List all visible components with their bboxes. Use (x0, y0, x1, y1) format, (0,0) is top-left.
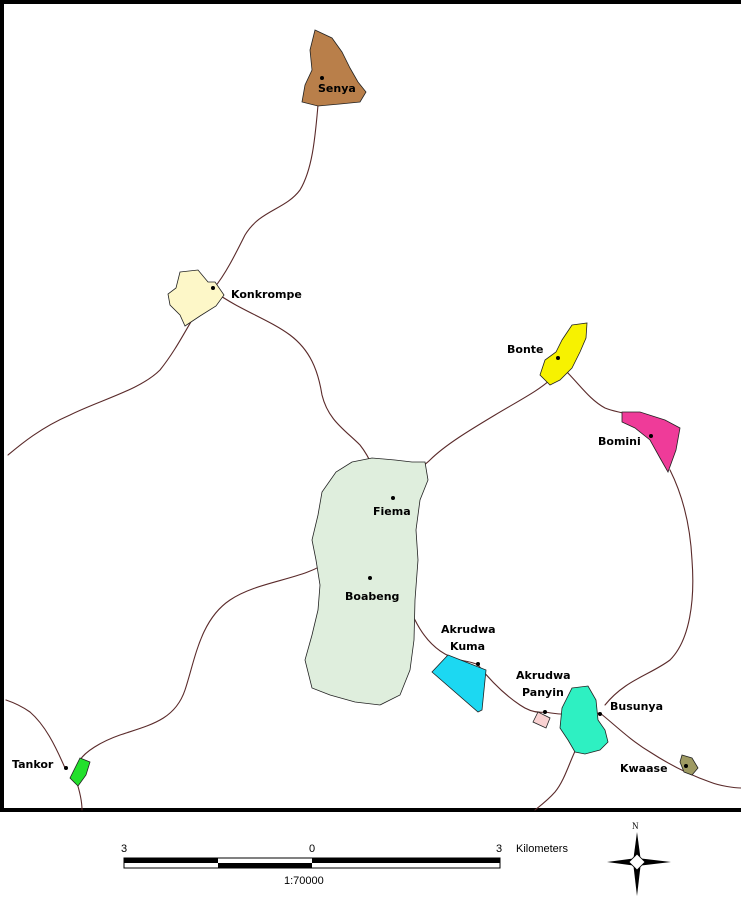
scale-right-label: 3 (496, 843, 502, 855)
kwaase-area (679, 754, 699, 776)
road-konkrompe-fiema (214, 291, 384, 496)
north-arrow-south-point (633, 862, 641, 896)
tankor-area (69, 757, 91, 787)
north-arrow-west-point (607, 858, 637, 866)
scale-bar-segment-3 (312, 858, 500, 863)
konkrompe-area (167, 269, 225, 327)
road-bomini-busunya (604, 469, 694, 706)
scale-left-label: 3 (121, 843, 127, 855)
label-busunya: Busunya (610, 700, 663, 713)
marker-boabeng (368, 576, 372, 580)
label-akrudwa-kuma-line2: Kuma (450, 640, 485, 653)
marker-busunya (598, 712, 602, 716)
label-tankor: Tankor (12, 758, 54, 771)
map-frame (0, 0, 741, 812)
scale-unit-label: Kilometers (516, 843, 568, 855)
marker-bomini (649, 434, 653, 438)
north-arrow-center (628, 853, 646, 871)
label-bomini: Bomini (598, 435, 641, 448)
marker-akrudwa-panyin (543, 710, 547, 714)
scale-bar-segment-2 (218, 863, 312, 868)
settlement-markers (64, 76, 688, 770)
label-kwaase: Kwaase (620, 762, 668, 775)
label-konkrompe: Konkrompe (231, 288, 302, 301)
scale-bar-segment-1 (124, 858, 218, 863)
label-boabeng: Boabeng (345, 590, 399, 603)
north-arrow-icon: N (607, 821, 671, 896)
scale-ratio-label: 1:70000 (284, 875, 324, 887)
senya-area (301, 29, 367, 107)
marker-konkrompe (211, 286, 215, 290)
label-akrudwa-kuma-line1: Akrudwa (441, 623, 496, 636)
label-bonte: Bonte (507, 343, 544, 356)
label-akrudwa-panyin-line1: Akrudwa (516, 669, 571, 682)
marker-bonte (556, 356, 560, 360)
settlements (69, 29, 699, 787)
marker-senya (320, 76, 324, 80)
north-arrow-east-point (637, 858, 671, 866)
busunya-area (559, 685, 609, 755)
marker-kwaase (684, 764, 688, 768)
akrudwa-panyin-area (532, 711, 551, 729)
road-network (5, 104, 741, 811)
marker-tankor (64, 766, 68, 770)
fiema-boabeng-area (304, 457, 429, 706)
road-bonte-bomini (564, 369, 629, 416)
label-senya: Senya (318, 82, 356, 95)
scale-bar: 3 0 3 Kilometers 1:70000 (121, 843, 568, 887)
road-busunya-south (534, 744, 579, 811)
bomini-area (621, 411, 681, 473)
label-fiema: Fiema (373, 505, 411, 518)
bonte-area (539, 322, 588, 386)
label-akrudwa-panyin-line2: Panyin (522, 686, 564, 699)
road-senya-konkrompe (213, 104, 319, 289)
place-labels: Senya Konkrompe Bonte Bomini Fiema Boabe… (12, 82, 668, 775)
akrudwa-kuma-area (431, 654, 487, 713)
scale-center-label: 0 (309, 843, 315, 855)
marker-fiema (391, 496, 395, 500)
north-label: N (632, 821, 639, 831)
marker-akrudwa-kuma (476, 662, 480, 666)
north-arrow-north-point (633, 832, 641, 862)
road-konkrompe-west (7, 299, 206, 456)
road-tankor-northwest (5, 699, 66, 769)
road-busunya-kwaase (599, 712, 741, 789)
